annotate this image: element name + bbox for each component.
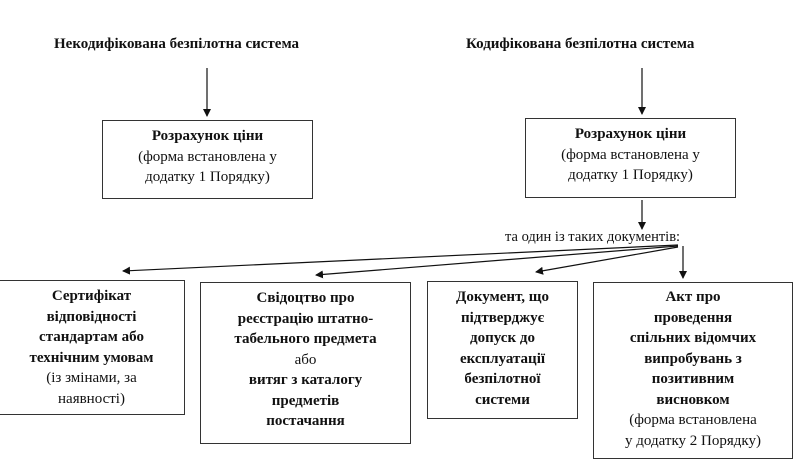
box-line: витяг з каталогу bbox=[248, 372, 363, 388]
box-separator: або bbox=[294, 351, 317, 368]
box-line: табельного предмета bbox=[234, 331, 377, 347]
left-price-calculation-box: Розрахунок ціни (форма встановлена у дод… bbox=[102, 120, 313, 199]
arrow-to-doc-1 bbox=[122, 244, 679, 275]
connector-note: та один із таких документів: bbox=[505, 229, 681, 245]
box-line: Сертифікат bbox=[51, 288, 132, 304]
box-line: наявності) bbox=[58, 390, 125, 407]
box-line: (із змінами, за bbox=[46, 370, 137, 386]
box-line: (форма встановлена bbox=[629, 412, 757, 428]
box-line: допуск до bbox=[470, 330, 535, 346]
box-line: додатку 1 Порядку) bbox=[145, 169, 270, 185]
box-line: додатку 1 Порядку) bbox=[568, 167, 693, 183]
box-line: Документ, що bbox=[456, 289, 549, 305]
box-line: випробувань з bbox=[644, 350, 742, 367]
box-line: (форма встановлена у bbox=[138, 148, 277, 165]
arrow-to-doc-2 bbox=[315, 245, 679, 279]
box-line: проведення bbox=[653, 309, 733, 326]
box-line: предметів bbox=[271, 392, 340, 409]
arrow-to-doc-3 bbox=[535, 246, 679, 275]
box-line: Свідоцтво про bbox=[256, 290, 355, 306]
box-line: стандартам або bbox=[39, 329, 144, 345]
box-line: постачання bbox=[266, 413, 345, 429]
box-line: технічним умовам bbox=[29, 349, 154, 366]
box-line: реєстрацію штатно- bbox=[237, 310, 374, 327]
left-column-header: Некодифікована безпілотна система bbox=[54, 36, 300, 52]
box-title: Розрахунок ціни bbox=[574, 126, 687, 142]
box-line: спільних відомчих bbox=[629, 330, 757, 346]
box-line: висновком bbox=[656, 391, 730, 408]
doc-joint-tests-act-box: Акт про проведення спільних відомчих вип… bbox=[593, 282, 793, 459]
box-line: (форма встановлена у bbox=[561, 146, 700, 163]
box-line: у додатку 2 Порядку) bbox=[625, 432, 761, 449]
box-line: системи bbox=[475, 391, 530, 408]
box-title: Розрахунок ціни bbox=[151, 128, 264, 144]
box-line: позитивним bbox=[651, 371, 735, 387]
doc-registration-certificate-box: Свідоцтво про реєстрацію штатно- табельн… bbox=[200, 282, 411, 444]
box-line: експлуатації bbox=[459, 350, 546, 367]
box-line: безпілотної bbox=[464, 371, 541, 387]
doc-certificate-box: Сертифікат відповідності стандартам або … bbox=[0, 280, 185, 415]
box-line: Акт про bbox=[665, 289, 721, 305]
right-column-header: Кодифікована безпілотна система bbox=[466, 36, 695, 52]
box-line: відповідності bbox=[46, 308, 137, 325]
box-line: підтверджує bbox=[460, 309, 545, 326]
right-price-calculation-box: Розрахунок ціни (форма встановлена у дод… bbox=[525, 118, 736, 198]
doc-operation-permit-box: Документ, що підтверджує допуск до експл… bbox=[427, 281, 578, 419]
